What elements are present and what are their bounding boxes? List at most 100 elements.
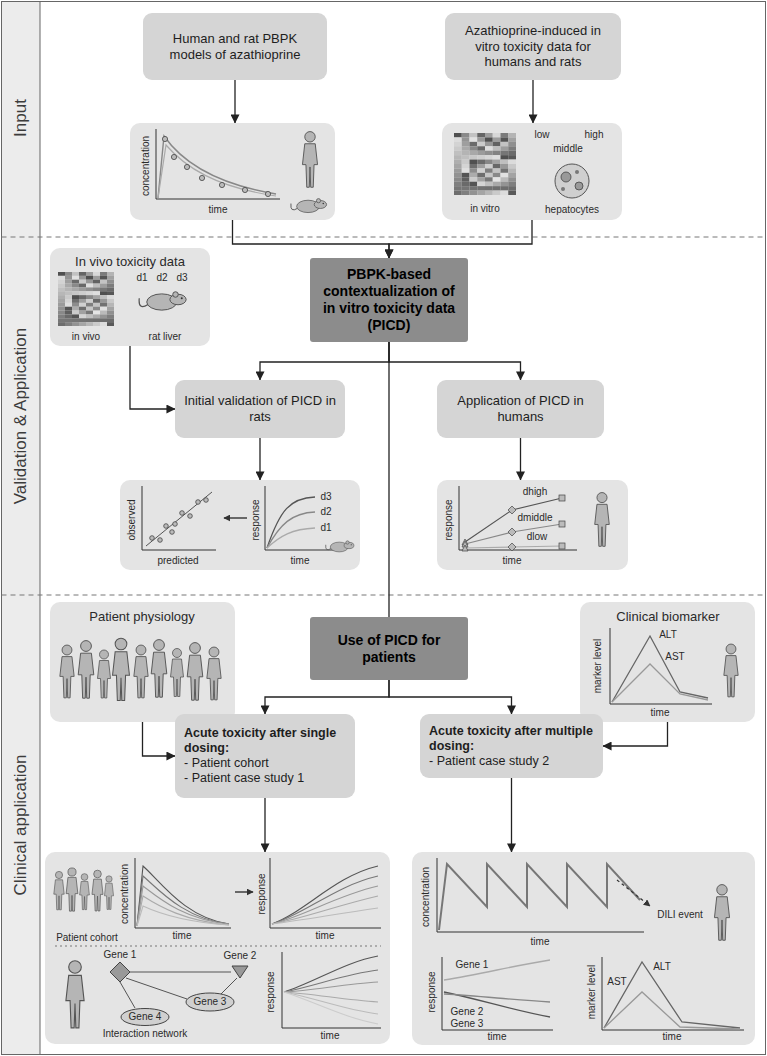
central-box: Use of PICD for patients	[310, 617, 468, 680]
figure-label: response	[257, 873, 267, 914]
figure-label: dhigh	[523, 487, 547, 497]
data-panel: Clinical biomarker marker level ALT AST time	[580, 602, 755, 722]
figure-label: Patient physiology	[89, 610, 195, 623]
figure-label: Clinical biomarker	[616, 610, 719, 623]
flow-arrow	[532, 80, 533, 123]
flow-arrow	[259, 438, 260, 480]
figure-label: In vivo toxicity data	[75, 255, 185, 268]
figure-panel: concentrationtimeDILI eventresponseGene …	[412, 852, 755, 1045]
figure-panel: observedpredictedresponsed3d2d1time	[120, 480, 360, 570]
figure-label: middle	[553, 144, 582, 154]
process-box: Acute toxicity after single dosing:- Pat…	[175, 714, 355, 798]
figure-label: response	[427, 971, 437, 1012]
figure-label: Gene 3	[194, 997, 227, 1007]
band-label: Input	[11, 99, 31, 137]
flow-arrow	[511, 778, 512, 852]
figure-label: marker level	[593, 639, 603, 693]
figure-label: DILI event	[657, 910, 703, 920]
figure-label: AST	[607, 977, 626, 987]
figure-label: d1	[136, 273, 147, 283]
flow-arrow	[130, 346, 175, 409]
box-label: - Patient case study 2	[429, 754, 549, 769]
figure-label: Patient cohort	[56, 933, 118, 943]
flow-arrow	[520, 438, 521, 480]
figure-label: ALT	[653, 962, 671, 972]
flow-arrow	[233, 220, 390, 258]
figure-label: d3	[176, 273, 187, 283]
figure-label: concentration	[120, 864, 130, 924]
process-box: Acute toxicity after multiple dosing:- P…	[420, 714, 603, 778]
figure-label: high	[585, 130, 604, 140]
figure-panel: concentration time response time Patient coh…	[45, 852, 390, 1044]
central-box: PBPK-based contextualization of in vitro…	[310, 258, 468, 342]
flow-arrow	[388, 342, 389, 617]
figure-label: response	[266, 971, 276, 1012]
figure-label: Interaction network	[103, 1029, 188, 1039]
figure-label: response	[251, 499, 261, 540]
figure-label: response	[444, 499, 454, 540]
figure-label: hepatocytes	[545, 205, 599, 215]
band-label: Validation & Application	[11, 328, 31, 504]
process-box: Azathioprine-induced in vitro toxicity d…	[445, 13, 621, 80]
box-label: - Patient cohort	[184, 756, 269, 771]
flow-arrow	[389, 220, 532, 258]
data-panel: In vivo toxicity data d1 d2 d3 in vivo rat li…	[50, 248, 210, 346]
figure-label: AST	[665, 652, 684, 662]
figure-label: concentration	[141, 136, 151, 196]
figure-label: Gene 2	[224, 951, 257, 961]
figure-panel: in vitro low highmiddle hepatocytes	[442, 123, 622, 220]
figure-label: low	[534, 130, 549, 140]
figure-label: rat liver	[149, 332, 182, 342]
process-box: Application of PICD in humans	[437, 380, 604, 438]
flow-arrow	[264, 798, 265, 852]
box-label: Azathioprine-induced in vitro toxicity d…	[454, 23, 612, 70]
figure-label: time	[531, 937, 550, 947]
figure-label: time	[209, 205, 228, 215]
figure-label: observed	[127, 499, 137, 540]
figure-label: in vitro	[470, 204, 499, 214]
figure-label: time	[663, 1032, 682, 1042]
box-label: - Patient case study 1	[184, 771, 304, 786]
figure-label: d1	[320, 523, 331, 533]
figure-label: Gene 1	[456, 960, 489, 970]
figure-label: time	[291, 556, 310, 566]
figure-panel: response dhigh dmiddle dlow time	[437, 480, 628, 570]
figure-label: Gene 4	[129, 1012, 162, 1022]
figure-label: time	[503, 556, 522, 566]
box-label: Acute toxicity after multiple dosing:	[429, 724, 594, 754]
box-label: Acute toxicity after single dosing:	[184, 726, 346, 756]
figure-label: time	[488, 1032, 507, 1042]
figure-label: concentration	[421, 867, 431, 927]
flow-arrow	[143, 722, 176, 756]
figure-label: time	[321, 1031, 340, 1041]
flow-arrow	[234, 80, 235, 123]
band-label: Clinical application	[11, 755, 31, 896]
flow-arrow	[389, 680, 512, 714]
figure-label: d2	[320, 507, 331, 517]
figure-panel: concentration time	[130, 123, 335, 220]
process-box: Initial validation of PICD in rats	[175, 380, 345, 438]
flow-arrow	[389, 342, 521, 380]
figure-label: d2	[156, 273, 167, 283]
box-label: Human and rat PBPK models of azathioprin…	[152, 31, 318, 62]
figure-label: Gene 1	[104, 950, 137, 960]
box-label: Application of PICD in humans	[446, 393, 595, 424]
box-label: Initial validation of PICD in rats	[184, 393, 336, 424]
figure-label: time	[316, 931, 335, 941]
figure-label: dlow	[527, 532, 548, 542]
figure-label: marker level	[587, 965, 597, 1019]
flow-arrow	[260, 342, 389, 380]
box-label: PBPK-based contextualization of in vitro…	[319, 266, 459, 333]
figure-label: dmiddle	[517, 513, 552, 523]
figure-label: Gene 2	[451, 1007, 484, 1017]
figure-label: in vivo	[72, 332, 100, 342]
figure-label: predicted	[157, 556, 198, 566]
figure-label: ALT	[659, 630, 677, 640]
box-label: Use of PICD for patients	[319, 632, 459, 666]
figure-label: time	[651, 708, 670, 718]
figure-label: Gene 3	[451, 1019, 484, 1029]
figure-label: time	[173, 931, 192, 941]
data-panel: Patient physiology	[50, 602, 235, 722]
